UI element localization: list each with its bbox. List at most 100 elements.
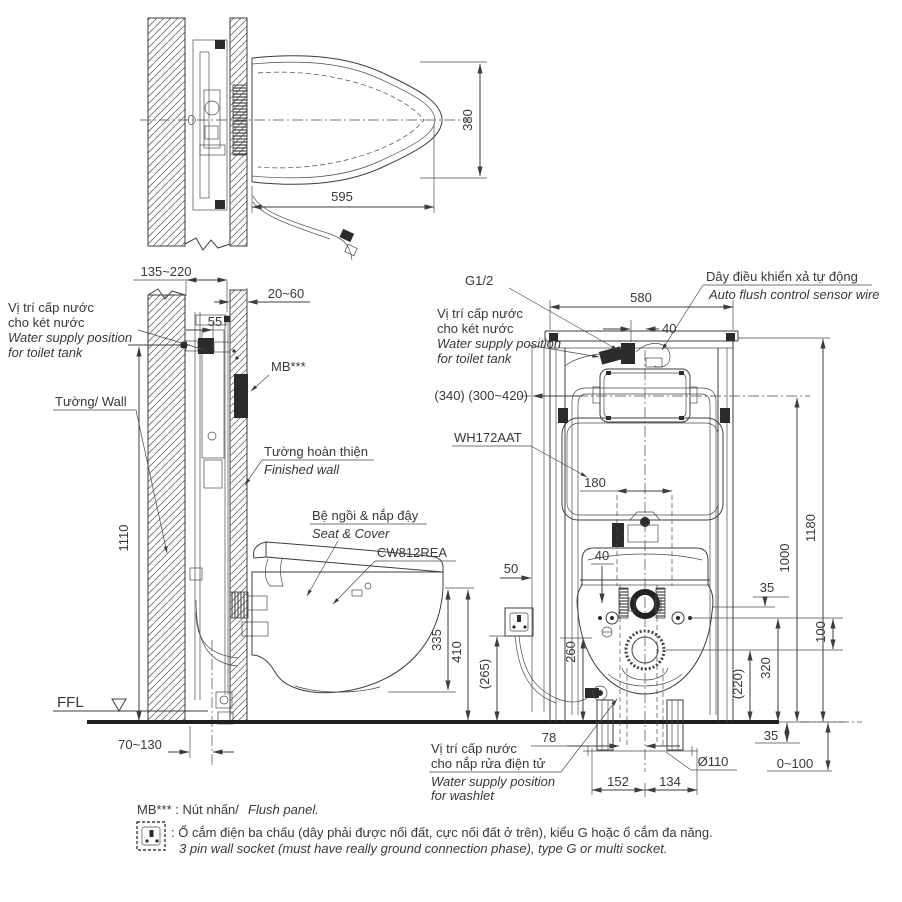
dim-152-134: 152 134 [591, 748, 698, 797]
dim-drain: Ø110 [665, 751, 737, 771]
section-labels: Vị trí cấp nước cho két nước Water suppl… [8, 300, 456, 605]
mb-note-en: Flush panel. [248, 802, 319, 817]
inwall-frame-plan [188, 39, 228, 211]
frame-legs [583, 668, 697, 756]
dim-260: 260 [560, 637, 592, 722]
dim-35-floor: 35 [755, 722, 800, 744]
dim-100: 100 [666, 618, 843, 651]
finished-wall-label-vi: Tường hoàn thiện [264, 444, 368, 459]
tank-model-label: WH172AAT [454, 430, 522, 445]
dim-1000-label: 1000 [777, 544, 792, 573]
dim-410-label: 410 [449, 641, 464, 663]
socket-note-vi: : Ổ cắm điện ba chấu (dây phải được nối … [171, 825, 713, 840]
dim-depth-range: (340) (300~420) [434, 388, 582, 403]
bowl-side [251, 571, 444, 694]
dim-35-upper-label: 35 [760, 580, 774, 595]
toilet-side-view [251, 541, 444, 694]
front-supply-label-vi2: cho két nước [437, 321, 514, 336]
supply-tank-label-vi1: Vị trí cấp nước [8, 300, 94, 315]
dim-55-label: 55 [208, 314, 222, 329]
washlet-supply-label-vi2: cho nắp rửa điện tử [431, 756, 546, 771]
mb-ref-label: MB*** [271, 359, 306, 374]
dim-180-label: 180 [584, 475, 606, 490]
section-view: FFL 135~220 20~60 55 [8, 264, 845, 765]
drain-ring [624, 629, 666, 671]
dim-40-offset-label: 40 [662, 321, 676, 336]
dim-220-label-value: (220) [730, 669, 745, 699]
dim-220: (220) [730, 650, 753, 722]
washlet-supply-label-vi1: Vị trí cấp nước [431, 741, 517, 756]
bowl-model-label: CW812REA [377, 545, 447, 560]
dim-580-label: 580 [630, 290, 652, 305]
dim-20-60-label: 20~60 [268, 286, 305, 301]
dim-1110: 1110 [116, 342, 191, 722]
wall-break-top [147, 288, 186, 300]
dim-152-label: 152 [607, 774, 629, 789]
socket-note-en: 3 pin wall socket (must have really grou… [179, 841, 667, 856]
dim-1110-label: 1110 [116, 525, 131, 552]
seat-cover-label-en: Seat & Cover [312, 526, 390, 541]
dim-1000: 1000 [777, 397, 800, 722]
dim-320-label: 320 [758, 657, 773, 679]
dim-135-220-label: 135~220 [141, 264, 192, 279]
toilet-front-view [576, 547, 714, 745]
level-marker-icon [111, 698, 127, 712]
floor-level: FFL [53, 694, 845, 724]
seat-plan-dashed [257, 71, 425, 169]
socket-pin-icon [517, 615, 521, 622]
seat-cover-side [265, 541, 444, 573]
plan-supply-hose [252, 195, 358, 261]
inwall-frame-section [185, 312, 269, 765]
supply-tank-label-en1: Water supply position [8, 330, 132, 345]
top-supply-and-wire [564, 343, 671, 368]
dim-floor-finish-label: 0~100 [777, 756, 814, 771]
dim-335: 335 [388, 587, 474, 693]
legend: MB*** : Nút nhấn/ Flush panel. : Ổ cắm đ… [136, 802, 713, 856]
plan-view: 595 380 [140, 17, 487, 261]
dim-70-130-label: 70~130 [118, 737, 162, 752]
toilet-plan-outline [251, 55, 443, 185]
dim-50: 50 [500, 561, 532, 581]
flush-connector [627, 524, 659, 543]
dim-265: (265) [477, 635, 507, 722]
dim-drain-label: Ø110 [698, 754, 729, 769]
dim-100-label: 100 [813, 621, 828, 643]
wall-label: Tường/ Wall [55, 394, 127, 409]
finished-wall-label-en: Finished wall [264, 462, 340, 477]
dim-depth-range-label: (340) (300~420) [434, 388, 528, 403]
dim-135-220: 135~220 [133, 264, 228, 312]
tank-outline [561, 417, 724, 527]
dim-20-60: 20~60 [214, 286, 310, 312]
sensor-wire-label-vi: Dây điều khiển xả tự động [706, 269, 858, 284]
threaded-rods [618, 587, 666, 619]
wall-break [184, 237, 231, 251]
sensor-wire-label-en: Auto flush control sensor wire [708, 287, 880, 302]
ffl-label: FFL [57, 694, 84, 711]
front-view: 580 40 (340) (300~420) 180 40 50 [429, 269, 880, 803]
inwall-frame-front [544, 330, 739, 722]
front-supply-label-en1: Water supply position [437, 336, 561, 351]
front-supply-label-vi1: Vị trí cấp nước [437, 306, 523, 321]
supply-thread-label: G1/2 [465, 273, 493, 288]
dim-380: 380 [420, 61, 487, 179]
dim-335-label: 335 [429, 629, 444, 651]
dim-1180: 1180 [738, 337, 830, 722]
dim-260-label: 260 [563, 641, 578, 663]
dim-50-label: 50 [504, 561, 518, 576]
flush-pipe [612, 523, 624, 547]
dim-380-label: 380 [460, 109, 475, 131]
dim-40-bolt-label: 40 [595, 548, 609, 563]
dim-40-bolt: 40 [591, 548, 614, 604]
fixing-bolt-left [605, 611, 619, 625]
washlet-supply-label-en2: for washlet [431, 788, 495, 803]
wall-hatch-plan [147, 17, 186, 247]
dim-floor-finish: 0~100 [767, 721, 862, 772]
dim-35-floor-label: 35 [764, 728, 778, 743]
flush-panel-section [234, 374, 248, 418]
front-supply-label-en2: for toilet tank [437, 351, 513, 366]
seat-cover-label-vi: Bệ ngồi & nắp đậy [312, 508, 419, 523]
dim-78: 78 [531, 730, 680, 749]
fixing-bolt-right [671, 611, 685, 625]
